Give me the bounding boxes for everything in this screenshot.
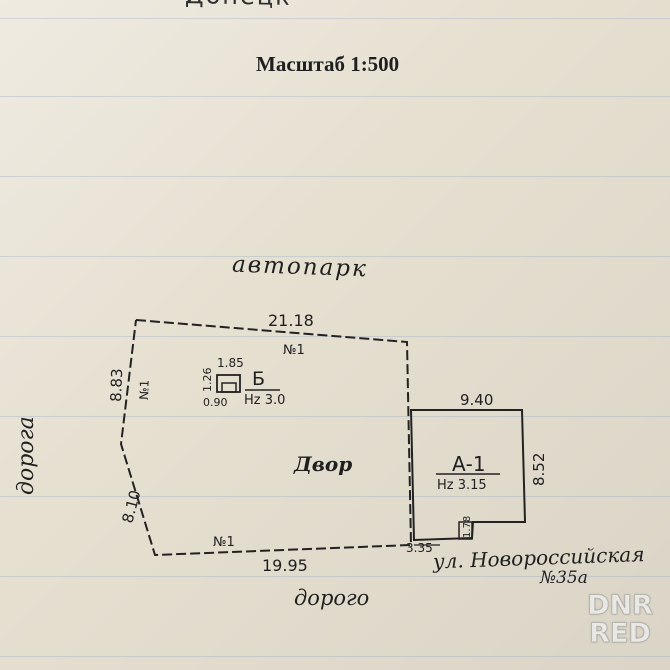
plot-bottom-gap-length: 3.35 — [406, 541, 433, 555]
scale-label: Масштаб 1:500 — [256, 52, 400, 76]
building-b-depth: 1.26 — [201, 368, 214, 393]
building-a-label: А-1 — [452, 452, 486, 476]
address-street: ул. Новороссийская — [432, 542, 645, 573]
watermark-line1: DNR — [587, 590, 654, 621]
building-a-right-length: 8.52 — [530, 453, 548, 486]
building-a-porch — [458, 521, 473, 540]
west-label: дорога — [14, 416, 39, 495]
watermark-line2: RED — [589, 618, 652, 649]
plot-left-upper-length: 8.83 — [107, 368, 126, 402]
building-b-label: Б — [252, 368, 265, 390]
plot-top-length: 21.18 — [268, 311, 314, 330]
building-b-width: 1.85 — [217, 356, 244, 370]
building-a-top-length: 9.40 — [460, 391, 493, 409]
address-number: №35а — [539, 568, 588, 588]
building-b-height: Hz 3.0 — [244, 393, 285, 408]
plot-left-lower-length: 8.10 — [118, 488, 144, 525]
watermark-logo: DNR RED — [580, 588, 660, 652]
south-label: дорого — [294, 586, 369, 610]
plot-bottom-length: 19.95 — [262, 556, 308, 575]
yard-label: Двор — [293, 452, 352, 476]
north-label: автопарк — [232, 252, 369, 283]
building-b-annex — [221, 382, 237, 393]
building-a-height: Hz 3.15 — [437, 478, 487, 493]
plot-top-marker: №1 — [283, 343, 305, 358]
building-a-outline — [409, 409, 527, 542]
plot-boundary — [119, 319, 413, 557]
plot-left-upper-marker: №1 — [137, 380, 152, 401]
building-a-porch-dim: 1.78 — [462, 516, 473, 538]
plot-bottom-marker: №1 — [213, 535, 235, 550]
building-b-small-dim: 0.90 — [203, 396, 228, 409]
